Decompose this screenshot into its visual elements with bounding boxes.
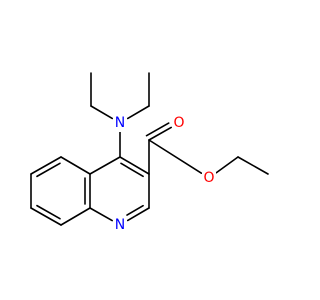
atom-label-amine-nitrogen: N	[115, 115, 125, 131]
atom-label-carbonyl-oxygen: O	[173, 115, 184, 131]
label-backdrop-ring-n	[113, 216, 127, 234]
bond-ester-ethyl	[237, 156, 269, 175]
bond-c2-n1	[126, 207, 150, 222]
bond-c8-c7-double	[36, 204, 61, 220]
quinoline-ester-structure: N N O O	[30, 72, 269, 234]
label-backdrop-amine-n	[113, 114, 127, 132]
bond-carbonyl-o-double	[145, 122, 170, 137]
bond-c6-c5	[30, 156, 62, 175]
bond-c8a-c8	[60, 207, 91, 226]
bond-c4a-c4	[89, 156, 121, 175]
bond-c6-c5-double	[36, 162, 61, 178]
label-backdrop-carbonyl-o	[172, 114, 186, 132]
bond-c5-c4a	[60, 156, 91, 175]
bond-n-ethyl-b	[126, 105, 150, 120]
bond-c4-c3-double	[120, 162, 144, 178]
bond-n1-c8a	[89, 207, 113, 222]
bond-carbonyl-o	[148, 126, 172, 141]
bond-c8-c7	[30, 207, 62, 226]
atom-label-ring-nitrogen: N	[115, 217, 125, 233]
bond-c4-c3	[119, 156, 150, 175]
label-backdrop-ester-o	[202, 169, 216, 187]
bond-c2-n1-double	[126, 204, 144, 216]
atom-label-layer: N N O O	[113, 114, 216, 234]
atom-label-ester-oxygen: O	[203, 170, 214, 186]
bond-carbonyl-ester-o	[148, 139, 203, 174]
bond-ester-o-ethyl	[215, 156, 239, 174]
bond-n-ethyl-a	[90, 105, 114, 120]
bond-layer	[30, 72, 269, 226]
